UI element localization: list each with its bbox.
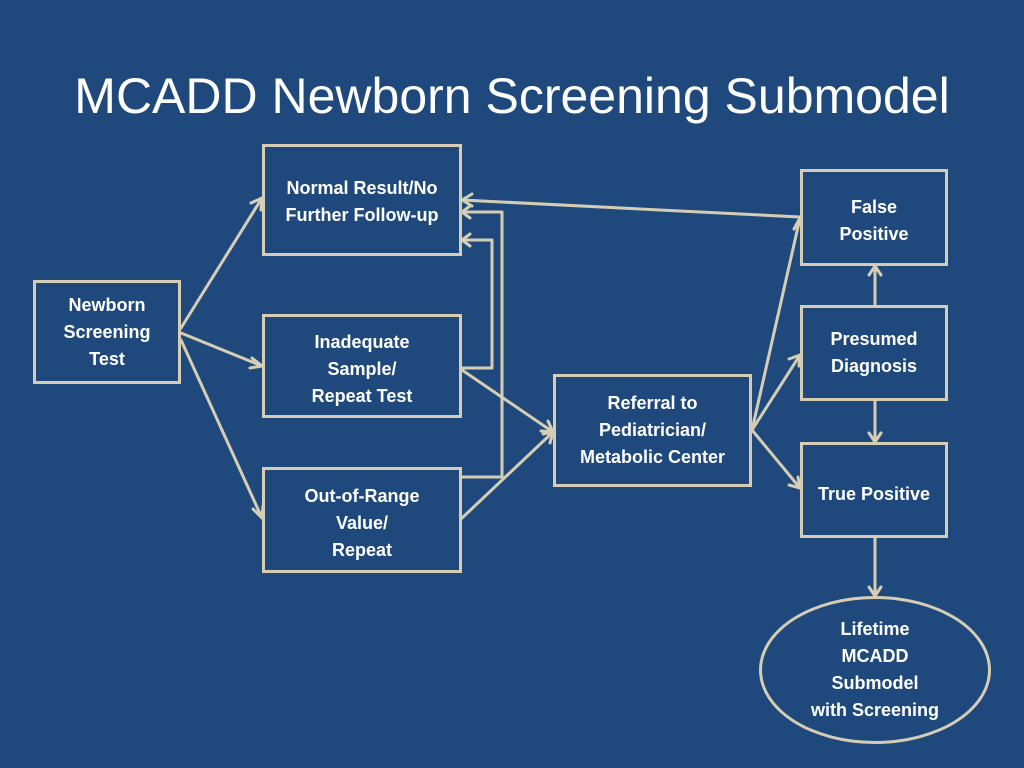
node-lifetime-submodel: Lifetime MCADD Submodel with Screening [759, 596, 991, 744]
arrow-outofrange-to-referral [460, 430, 555, 520]
node-inadequate-sample: Inadequate Sample/ Repeat Test [262, 314, 462, 418]
node-normal-result: Normal Result/No Further Follow-up [262, 144, 462, 256]
arrow-referral-to-truepositive [750, 428, 802, 490]
arrow-referral-to-falsepositive [750, 216, 802, 432]
node-label: Lifetime MCADD Submodel with Screening [810, 619, 940, 720]
node-label: True Positive [817, 484, 931, 504]
slide-title: MCADD Newborn Screening Submodel [74, 68, 950, 124]
node-presumed-diagnosis: Presumed Diagnosis [800, 305, 948, 401]
arrowhead-presumed-to-falsepositive [867, 264, 883, 277]
node-label: False Positive [839, 197, 909, 244]
node-label: Newborn Screening Test [63, 294, 151, 369]
arrowhead-outofrange-to-normal [460, 204, 472, 220]
arrowhead-falsepositive-to-normal [460, 192, 474, 208]
node-label: Inadequate Sample/ Repeat Test [311, 332, 413, 406]
arrow-newborn-to-normal [179, 196, 264, 330]
node-referral: Referral to Pediatrician/ Metabolic Cent… [553, 374, 752, 487]
arrow-falsepositive-to-normal [460, 198, 802, 219]
arrow-outofrange-to-normal [460, 210, 504, 479]
node-out-of-range: Out-of-Range Value/ Repeat [262, 467, 462, 573]
arrow-referral-to-presumed [750, 353, 802, 432]
node-label: Out-of-Range Value/ Repeat [304, 486, 420, 560]
node-label: Presumed Diagnosis [830, 329, 918, 376]
node-true-positive: True Positive [800, 442, 948, 538]
arrow-inadequate-to-normal [460, 238, 494, 370]
arrow-newborn-to-inadequate [179, 331, 264, 368]
arrowhead-inadequate-to-normal [460, 232, 472, 248]
arrow-inadequate-to-referral [460, 368, 555, 434]
node-label: Normal Result/No Further Follow-up [285, 178, 439, 225]
arrow-newborn-to-outofrange [179, 338, 264, 520]
node-label: Referral to Pediatrician/ Metabolic Cent… [579, 393, 726, 467]
node-false-positive: False Positive [800, 169, 948, 266]
node-newborn-screening-test: Newborn Screening Test [33, 280, 181, 384]
